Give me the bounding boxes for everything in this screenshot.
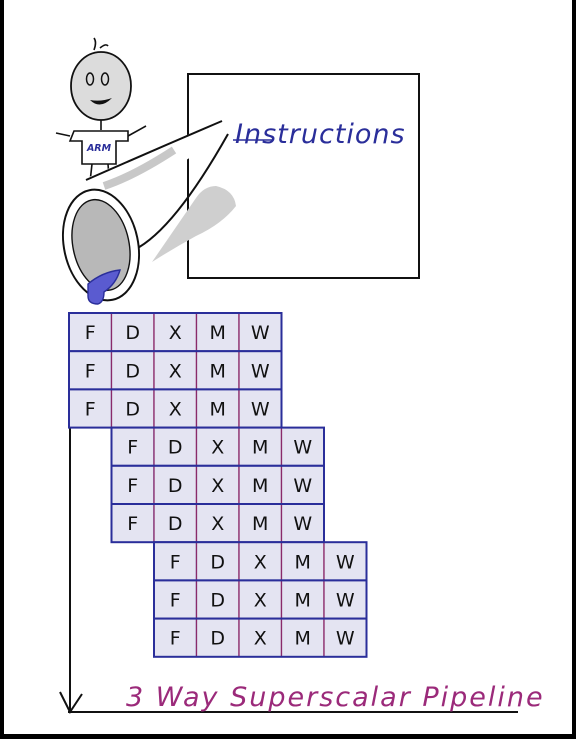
liquid-drip (87, 269, 121, 305)
smile-icon (90, 98, 112, 105)
stage-label: F (170, 551, 181, 573)
stage-label: X (254, 551, 267, 573)
stage-label: X (254, 590, 267, 612)
stage-label: M (252, 437, 268, 459)
head-icon (70, 51, 132, 121)
diagram-caption: 3 Way Superscalar Pipeline (126, 682, 545, 713)
stage-label: F (170, 590, 181, 612)
stage-label: X (169, 399, 182, 421)
stage-cell (110, 312, 155, 352)
stage-cell (323, 617, 368, 658)
stage-label: W (251, 399, 270, 421)
stage-cell (153, 350, 198, 391)
stage-label: M (252, 513, 268, 535)
stage-label: W (336, 628, 355, 650)
stage-label: W (336, 551, 355, 573)
stage-label: F (85, 360, 96, 382)
stage-label: X (211, 475, 224, 497)
stage-cell (238, 617, 283, 658)
stage-label: D (210, 590, 225, 612)
stick-figure: ARM (55, 37, 147, 201)
stage-label: F (85, 322, 96, 344)
stage-label: M (210, 399, 226, 421)
stage-label: D (168, 475, 183, 497)
stage-label: D (125, 399, 140, 421)
stage-label: D (210, 628, 225, 650)
stage-label: M (295, 590, 311, 612)
stage-label: W (293, 475, 312, 497)
stage-cell (238, 579, 283, 620)
stage-label: W (293, 513, 312, 535)
stage-label: M (210, 322, 226, 344)
right-eye-icon (100, 72, 110, 86)
stage-label: D (168, 513, 183, 535)
stage-cell (195, 350, 240, 391)
tube-mouth-inner (71, 198, 131, 292)
stage-label: F (127, 513, 138, 535)
stage-cell (110, 426, 155, 467)
shirt-label: ARM (86, 143, 112, 154)
stage-label: W (336, 590, 355, 612)
stage-label: X (211, 437, 224, 459)
stage-label: D (125, 322, 140, 344)
stage-label: F (127, 475, 138, 497)
stage-label: D (168, 437, 183, 459)
funnel-tube (61, 120, 236, 305)
stage-label: X (211, 513, 224, 535)
board-heading: Instructions (235, 119, 406, 150)
left-eye-icon (85, 72, 95, 86)
stage-label: M (252, 475, 268, 497)
tube-shadow (152, 186, 236, 262)
stage-cell (323, 541, 368, 582)
tube-inner-shade (102, 146, 177, 190)
stage-label: M (210, 360, 226, 382)
instruction-row-border (153, 617, 368, 658)
stage-label: D (125, 360, 140, 382)
whiteboard (187, 73, 420, 279)
stage-label: F (127, 437, 138, 459)
stage-label: M (295, 551, 311, 573)
stage-label: X (169, 322, 182, 344)
tube-top-edge (85, 120, 223, 181)
left-arm (55, 132, 71, 137)
hair-icon (93, 37, 109, 51)
tshirt-icon (68, 130, 129, 165)
stage-label: D (210, 551, 225, 573)
stage-label: W (251, 322, 270, 344)
stage-label: M (295, 628, 311, 650)
stage-label: W (293, 437, 312, 459)
stage-label: X (254, 628, 267, 650)
stage-cell (238, 312, 283, 352)
pipeline-diagram: Instructions ARM (55, 37, 545, 714)
stage-cell (280, 579, 325, 620)
stage-label: W (251, 360, 270, 382)
stage-cell (280, 541, 325, 582)
right-arm (127, 125, 147, 137)
stage-label: F (85, 399, 96, 421)
tube-bottom-edge (133, 133, 229, 251)
stage-label: X (169, 360, 182, 382)
stage-label: F (170, 628, 181, 650)
figure-canvas: Instructions ARM (4, 0, 572, 734)
time-axis (59, 412, 518, 714)
